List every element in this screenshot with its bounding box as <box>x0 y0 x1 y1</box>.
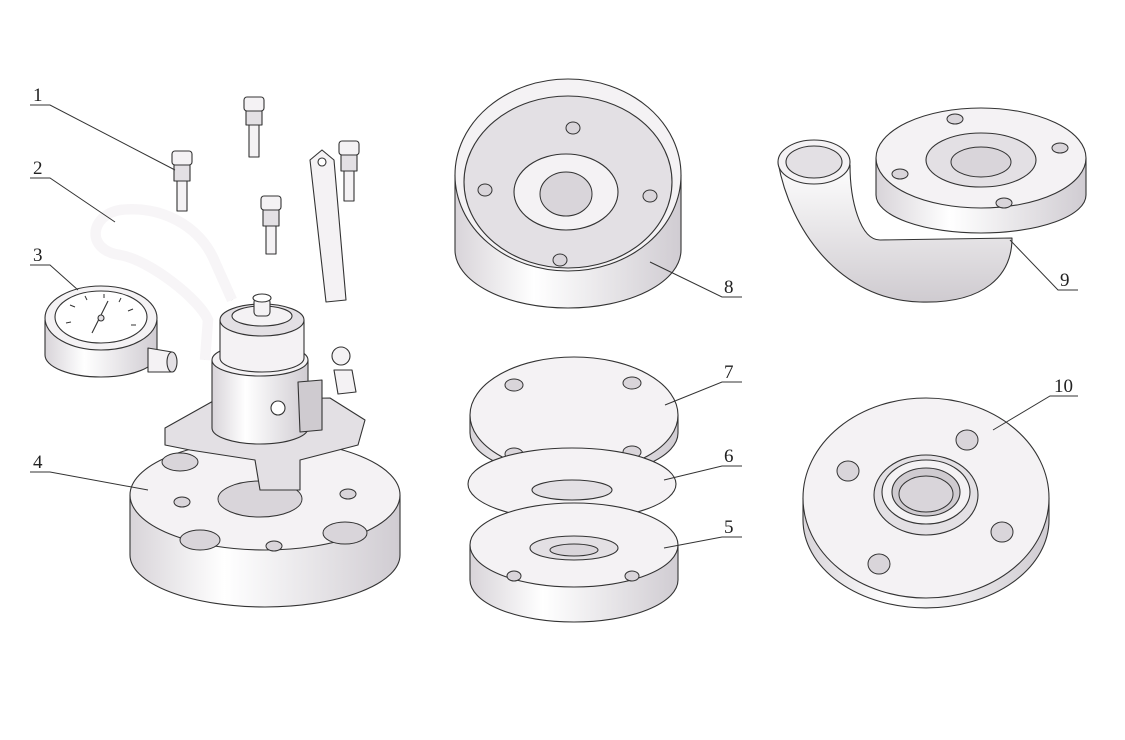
valve-body <box>164 293 366 491</box>
callout-4: 4 <box>33 452 43 473</box>
bolt-c <box>338 140 360 202</box>
callout-3: 3 <box>33 245 43 266</box>
bolt-d <box>260 195 282 255</box>
callout-2: 2 <box>33 158 43 179</box>
siphon-loop-tube <box>90 204 237 361</box>
gauge-tick-marks <box>65 294 136 326</box>
callout-6: 6 <box>724 446 734 467</box>
bolt-b <box>171 150 193 212</box>
callout-9: 9 <box>1060 270 1070 291</box>
base-flange <box>129 439 401 608</box>
gasket-6 <box>467 447 677 523</box>
flange-disc-5 <box>469 502 679 623</box>
callout-7: 7 <box>724 362 734 383</box>
leader-lines <box>30 104 1078 549</box>
callout-8: 8 <box>724 277 734 298</box>
callout-1: 1 <box>33 85 43 106</box>
callout-5: 5 <box>724 517 734 538</box>
fitting-bolts <box>171 96 360 255</box>
elbow-pipe-flange <box>777 107 1087 303</box>
pressure-gauge <box>44 285 178 378</box>
bolt-a <box>243 96 265 158</box>
handle-lever <box>309 149 347 303</box>
callout-10: 10 <box>1054 376 1073 397</box>
threaded-flange <box>802 397 1050 609</box>
cup-housing <box>454 78 682 309</box>
callout-labels: 1 2 3 4 5 6 7 8 9 10 <box>33 85 1073 538</box>
